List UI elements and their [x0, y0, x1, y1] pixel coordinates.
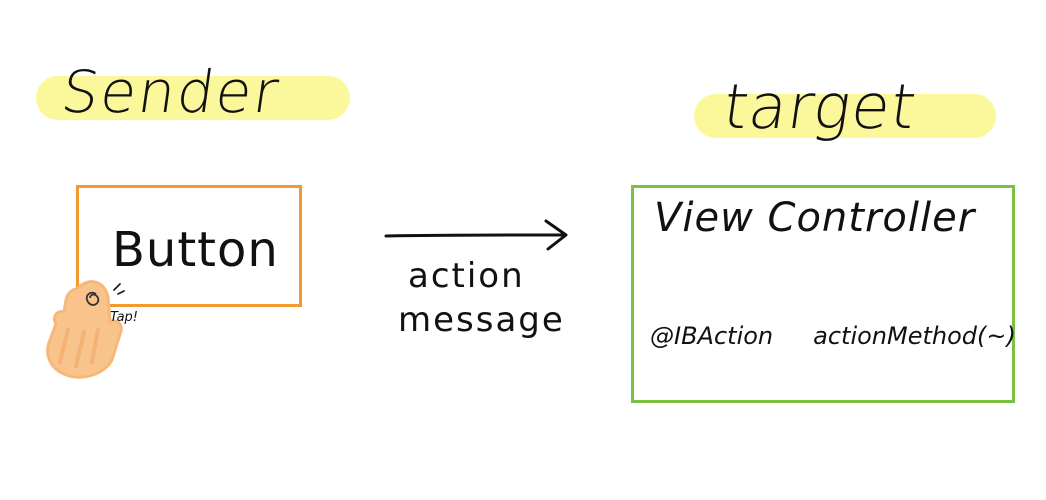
- tap-label: Tap!: [110, 310, 139, 325]
- action-method-signature: @IBAction actionMethod(~): [650, 322, 1016, 350]
- sender-button-label: Button: [112, 222, 279, 278]
- sender-button-box[interactable]: [76, 185, 302, 307]
- right-arrow-icon: [384, 219, 568, 251]
- target-heading-highlight: [694, 94, 996, 138]
- view-controller-box: [631, 185, 1015, 403]
- sender-heading: Sender: [57, 58, 285, 126]
- arrow-caption-action: action: [408, 256, 525, 296]
- action-method-name: actionMethod(~): [813, 322, 1016, 350]
- target-heading: target: [718, 70, 922, 143]
- sender-heading-highlight: [36, 76, 350, 120]
- ibaction-attribute: @IBAction: [650, 322, 774, 350]
- view-controller-title: View Controller: [654, 195, 976, 241]
- tapping-finger-icon: [46, 280, 125, 379]
- arrow-caption-message: message: [398, 300, 565, 340]
